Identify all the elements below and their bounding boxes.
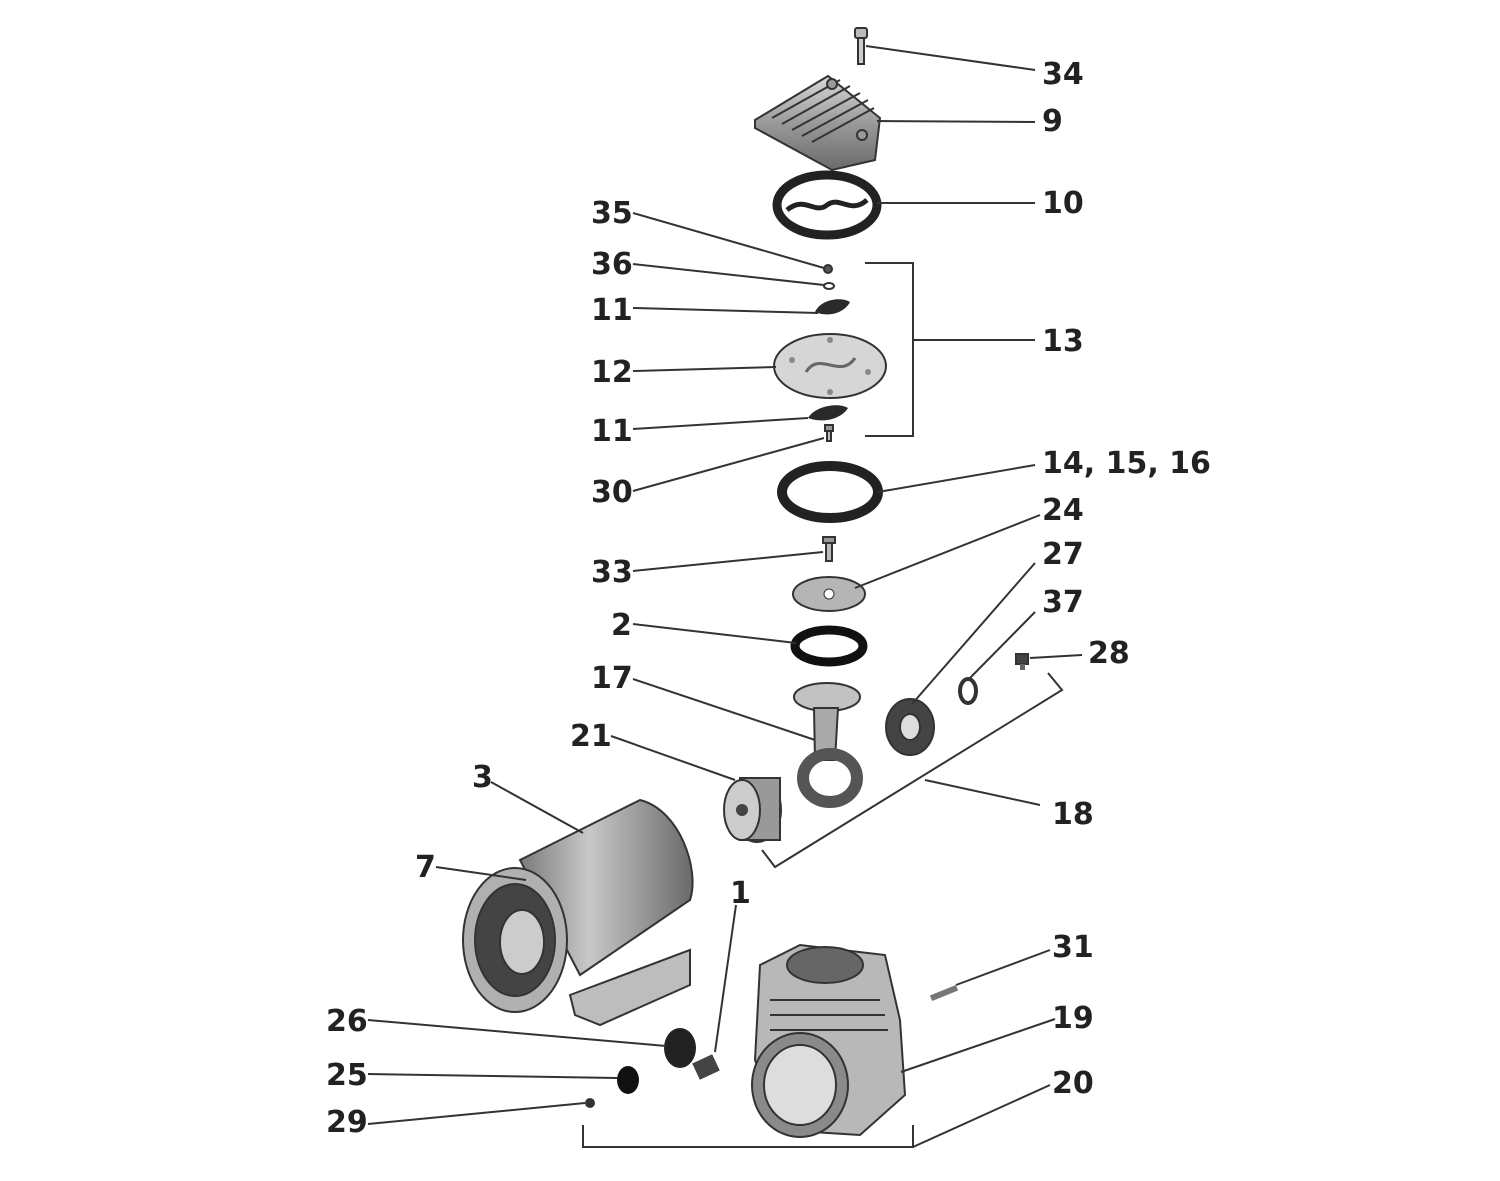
label-12: 12 [591,355,633,390]
label-19: 19 [1052,1001,1094,1036]
label-31: 31 [1052,930,1094,965]
label-7: 7 [415,850,436,885]
part-35-nut [823,264,833,274]
part-24-retainer-plate [792,576,866,612]
label-33: 33 [591,555,633,590]
label-18: 18 [1052,797,1094,832]
label-17: 17 [591,661,633,696]
part-19-crankcase [751,943,907,1138]
label-11-lower: 11 [591,414,633,449]
part-28-screw [1015,653,1029,670]
part-25-cover [617,1066,639,1094]
label-35: 35 [591,196,633,231]
part-9-cylinder-head [754,74,882,172]
label-1: 1 [730,876,751,911]
part-30-screw [824,424,834,442]
bracket-20 [582,1084,1051,1148]
part-27-bearing [885,698,935,756]
part-31-bolt [929,984,959,1002]
part-12-valve-plate [773,333,887,399]
label-30: 30 [591,475,633,510]
label-10: 10 [1042,186,1084,221]
label-11-upper: 11 [591,293,633,328]
part-3-motor [462,798,694,1027]
part-36-washer [823,282,835,290]
bracket-13 [865,262,1035,437]
label-9: 9 [1042,104,1063,139]
label-20: 20 [1052,1066,1094,1101]
part-21-eccentric [723,777,782,843]
label-29: 29 [326,1105,368,1140]
part-29-screw [585,1098,595,1108]
part-14-gasket [777,461,883,523]
label-27: 27 [1042,537,1084,572]
bracket-18 [761,672,1064,869]
label-28: 28 [1088,636,1130,671]
part-2-piston-ring [790,625,868,667]
label-2: 2 [611,608,632,643]
label-21: 21 [570,719,612,754]
label-14-15-16: 14, 15, 16 [1042,446,1211,481]
label-13: 13 [1042,324,1084,359]
part-11-valve-lower [808,405,848,421]
part-34-bolt [854,27,868,65]
leader-lines [367,45,1083,1125]
part-26-filter [664,1028,696,1068]
part-37-washer [958,677,978,705]
label-3: 3 [472,760,493,795]
part-1-fitting [692,1054,720,1080]
part-17-connecting-rod [793,682,863,808]
part-10-gasket [772,170,882,240]
label-24: 24 [1042,493,1084,528]
label-26: 26 [326,1004,368,1039]
label-34: 34 [1042,57,1084,92]
part-33-screw [822,536,836,562]
label-36: 36 [591,247,633,282]
label-25: 25 [326,1058,368,1093]
part-11-valve-upper [815,299,850,315]
label-37: 37 [1042,585,1084,620]
